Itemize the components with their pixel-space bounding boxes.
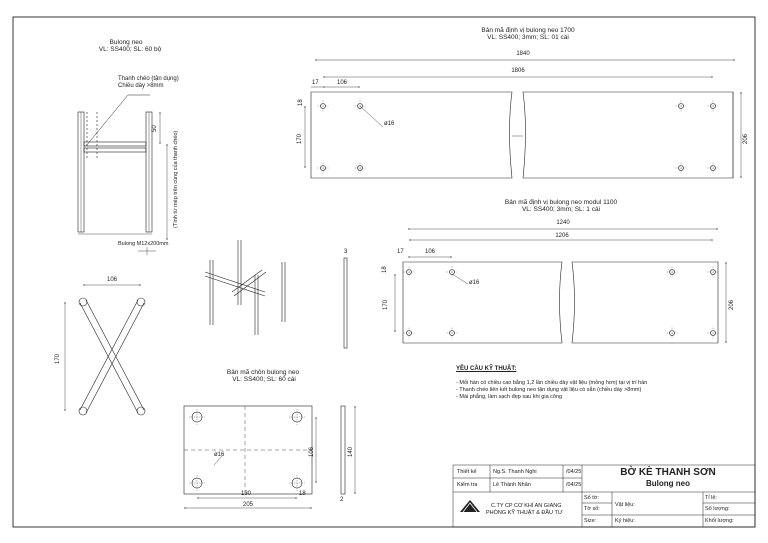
plate1100-title: Bản mã định vị bulong neo modul 1100 [504, 199, 618, 206]
plate1700-title: Bản mã định vị bulong neo 1700 [481, 27, 575, 34]
tb-designed-label: Thiết kế [457, 469, 477, 475]
tb-sheet-no: Số tờ: [584, 495, 599, 501]
tb-designed-name: Ng.S. Thanh Nghi [493, 469, 537, 475]
plate1100-dim-17: 17 [397, 249, 404, 255]
embed-title: Bản mã chôn bulong neo [226, 369, 300, 376]
company-logo [460, 500, 480, 513]
embed-dim-140: 140 [348, 446, 354, 457]
embed-dim-130: 130 [240, 491, 252, 497]
embed-spec: VL: SS400; SL: 60 cái [232, 376, 296, 383]
tb-project: BỜ KÈ THANH SƠN [620, 467, 716, 478]
plate1700-spec: VL: SS400; 3mm; SL: 01 cái [487, 34, 569, 41]
tb-checked-label: Kiểm tra [457, 482, 478, 488]
plate1700-dim-18: 18 [298, 99, 304, 106]
requirement-item: - Mối hàn có chiều cao bằng 1,2 lần chiề… [456, 380, 648, 386]
plate1700-dim-17: 17 [312, 80, 319, 86]
plate1100-dim-total: 1240 [556, 220, 570, 226]
brace-note-2: Chiều dày >8mm [118, 83, 164, 89]
tb-checked-name: Lê Thành Nhân [493, 482, 531, 488]
plate1100-hole: ø16 [469, 280, 480, 286]
embed-hole: ø16 [214, 452, 225, 458]
plate1100-dim-inner: 1206 [555, 233, 569, 239]
embed-dim-106: 106 [309, 446, 315, 457]
tb-designed-date: /04/25 [566, 469, 582, 475]
plate1100-spec: VL: SS400; 3mm; SL: 1 cái [521, 206, 601, 213]
tb-scale: Tỉ lệ: [705, 495, 717, 501]
plate1100-dim-106: 106 [425, 249, 436, 255]
requirement-item: - Thanh chéo liên kết bulong neo tận dụn… [456, 387, 642, 393]
title-block [452, 464, 756, 528]
isometric-sketch [204, 240, 286, 335]
cross-dim-106: 106 [106, 277, 118, 283]
tb-size: Size: [584, 518, 597, 524]
plate1700-dim-106: 106 [337, 80, 348, 86]
sheet-border [12, 16, 756, 528]
tb-company-1: C.TY CP CƠ KHÍ AN GIANG [491, 503, 562, 509]
tb-checked-date: /04/25 [566, 482, 582, 488]
bulong-title: Bulong neo [109, 39, 143, 46]
plate1700-hole: ø16 [384, 121, 395, 127]
requirements-title: YÊU CẦU KỸ THUẬT: [456, 366, 517, 372]
brace-note-1: Thanh chéo (tận dụng) [118, 76, 179, 82]
plate1100-dim-18: 18 [382, 266, 388, 273]
requirement-item: - Mài phẳng, làm sạch đẹp sau khi gia cô… [456, 394, 563, 400]
embed-plate-holes [189, 409, 305, 491]
cross-brace-view [64, 284, 146, 416]
plate1100-dim-206: 206 [729, 299, 735, 310]
side-note: (Tính từ mép trên cùng của thanh chéo) [173, 130, 179, 228]
plate1700-dim-inner: 1806 [511, 68, 525, 74]
tb-drawing: Bulong neo [646, 479, 690, 488]
embed-dim-18: 18 [299, 491, 306, 497]
bulong-spec: VL: SS400; SL: 60 bộ [98, 46, 162, 53]
tb-quantity: Số lượng: [705, 506, 730, 512]
embed-dim-205: 205 [242, 502, 254, 508]
tb-material: Vật liệu: [615, 502, 635, 508]
tb-company-2: PHÒNG KỸ THUẬT & ĐẦU TƯ [486, 510, 563, 516]
tb-symbol: Ký hiệu: [615, 518, 635, 524]
plate1700-dim-170: 170 [297, 133, 303, 144]
tb-weight: Khối lượng: [705, 518, 734, 524]
tb-sheet-count: Tờ số: [584, 506, 600, 512]
cross-dim-170: 170 [55, 353, 61, 364]
plate-1100-view [343, 228, 727, 349]
plate-1100-holes [403, 266, 719, 339]
plate-1700-view [304, 59, 742, 179]
plate1100-dim-170: 170 [383, 299, 389, 310]
bulong-anchor-view [77, 94, 168, 255]
plate-1700-holes [317, 100, 719, 174]
plate1700-dim-206: 206 [743, 133, 749, 144]
plate-thickness-3: 3 [344, 249, 348, 255]
dim-50-label: 50 [152, 125, 158, 132]
plate1700-dim-total: 1840 [516, 51, 530, 57]
embed-dim-2: 2 [340, 497, 344, 503]
bolt-label: Bulong M12x200mm [118, 241, 169, 247]
embed-plate-view [183, 405, 356, 509]
